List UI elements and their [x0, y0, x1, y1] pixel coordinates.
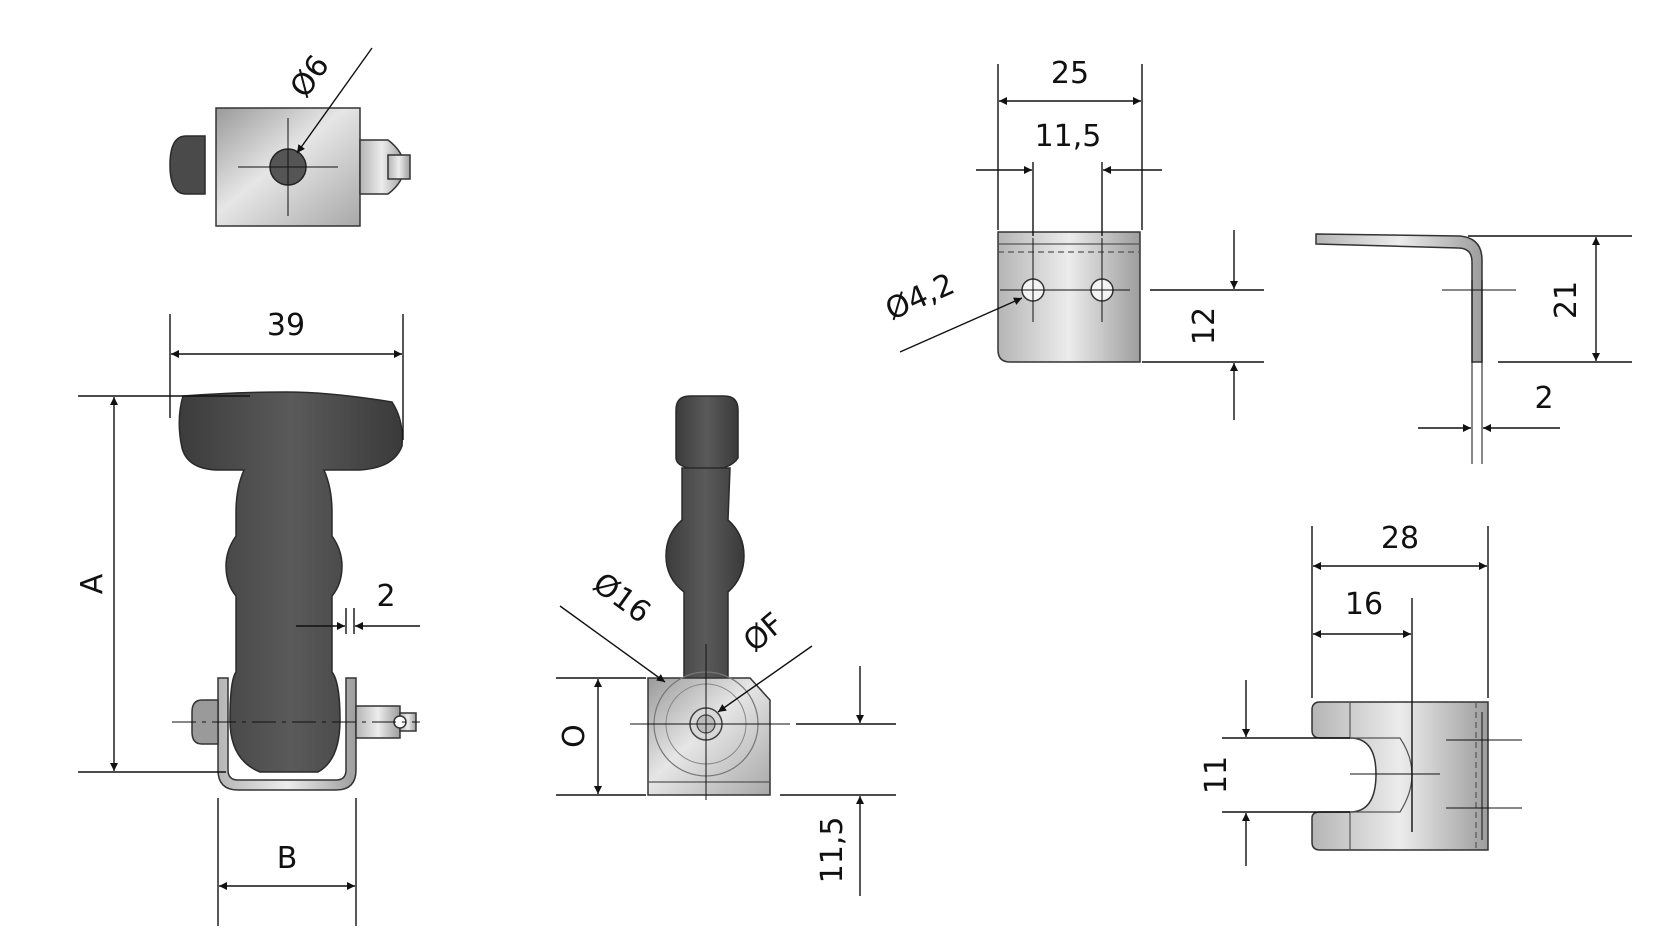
- dim-side-pivot-height: O: [557, 724, 592, 748]
- dim-keeper-width: 28: [1381, 521, 1419, 556]
- front-view: 39 A 2 B: [75, 308, 420, 926]
- dim-bracket-side-height: 21: [1549, 281, 1584, 319]
- bracket-side-view: 21 2: [1315, 233, 1632, 464]
- dim-side-pin-diameter: Ø16: [586, 566, 657, 631]
- dim-side-base-offset: 11,5: [815, 817, 850, 884]
- dim-keeper-slot-width: 11: [1199, 756, 1234, 794]
- dim-bracket-hole-spacing: 11,5: [1035, 119, 1102, 154]
- dim-keeper-slot-depth: 16: [1345, 587, 1383, 622]
- dim-front-bracket-width: B: [277, 841, 298, 876]
- dim-front-thickness: 2: [376, 579, 395, 614]
- dim-top-hole-diameter: Ø6: [284, 49, 337, 104]
- dim-bracket-hole-diameter: Ø4,2: [880, 267, 959, 328]
- dim-front-height: A: [75, 573, 110, 594]
- top-view: Ø6: [169, 47, 411, 227]
- bracket-front-view: 25 11,5 Ø4,2 12: [880, 56, 1264, 420]
- dim-side-shaft-diameter: ØF: [737, 606, 791, 659]
- dim-bracket-hole-height: 12: [1187, 307, 1222, 345]
- dim-front-width: 39: [267, 308, 305, 343]
- dim-bracket-width: 25: [1051, 56, 1089, 91]
- keeper-view: 28 16 11: [1199, 521, 1522, 866]
- dim-bracket-side-thickness: 2: [1534, 381, 1553, 416]
- side-view: Ø16 ØF O 11,5: [556, 395, 896, 896]
